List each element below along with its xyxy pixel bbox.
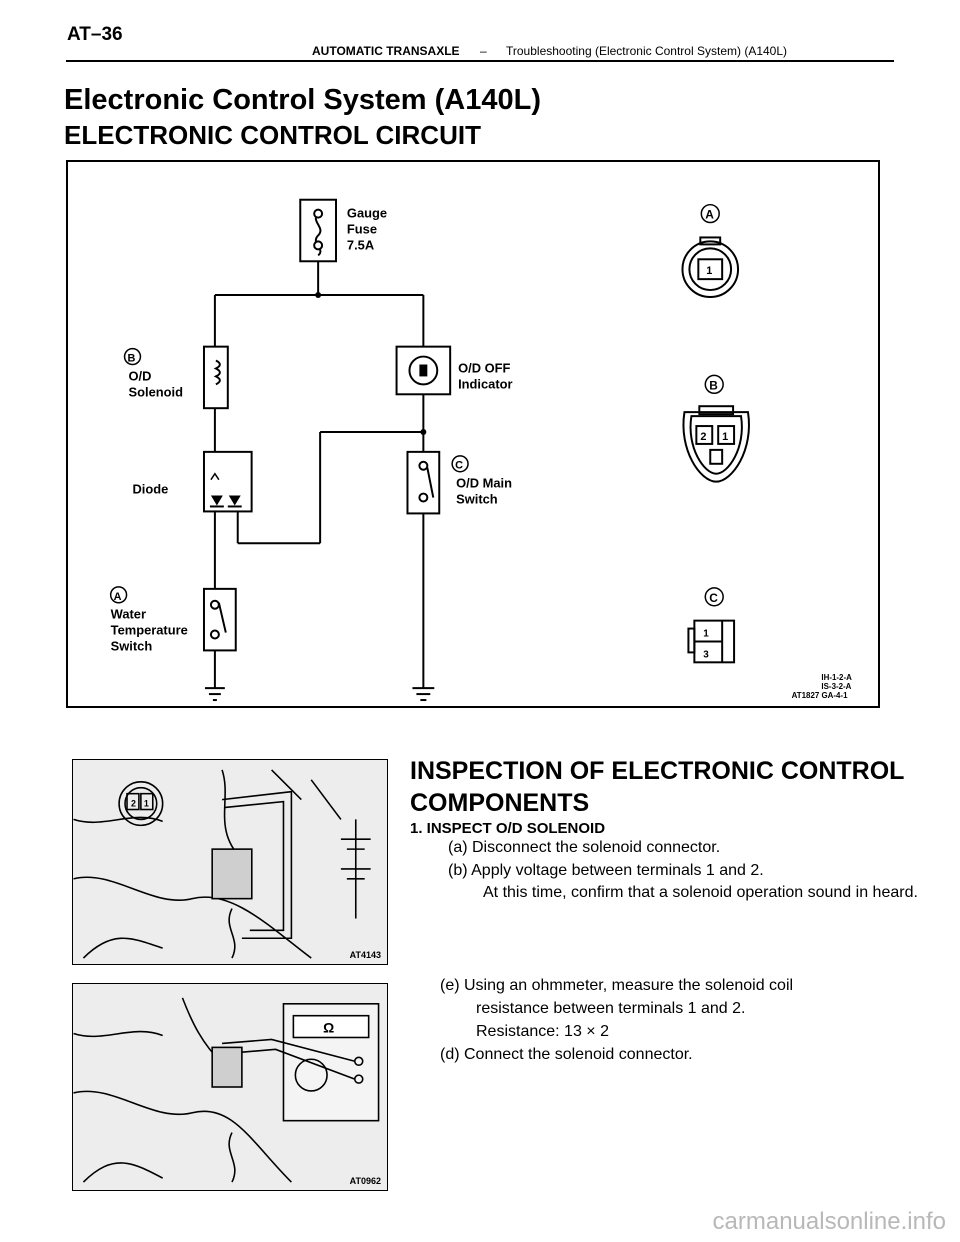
figure-code-2: IS-3-2-A — [821, 682, 851, 691]
section-title: ELECTRONIC CONTROL CIRCUIT — [64, 120, 481, 150]
header-section: AUTOMATIC TRANSAXLE — [312, 44, 460, 58]
step-b-note: At this time, confirm that a solenoid op… — [483, 884, 918, 901]
indicator-label-2: Indicator — [458, 376, 512, 391]
inspection-heading-line-2: COMPONENTS — [410, 789, 590, 817]
connector-c-pin-3: 3 — [703, 649, 709, 660]
fuse-label-2: Fuse — [347, 221, 377, 236]
page-number: AT–36 — [67, 24, 123, 45]
step-e-line-2: resistance between terminals 1 and 2. — [476, 1000, 746, 1017]
ohmmeter-photo: Ω AT0962 — [72, 983, 388, 1191]
diode-label: Diode — [133, 482, 169, 497]
fuse-label-1: Gauge — [347, 206, 387, 221]
solenoid-tag: B — [128, 353, 136, 365]
main-switch-tag: C — [455, 460, 463, 472]
figure-code-3: AT1827 GA-4-1 — [792, 691, 848, 700]
photo-1-pin-1: 1 — [144, 799, 149, 809]
connector-a-pin-1: 1 — [706, 265, 712, 277]
meter-symbol: Ω — [323, 1020, 334, 1036]
water-switch-tag: A — [114, 591, 122, 603]
connector-a-tag: A — [705, 208, 714, 222]
circuit-diagram: Gauge Fuse 7.5A B O/D Solenoid O/D OFF I… — [66, 160, 880, 708]
step-a: (a) Disconnect the solenoid connector. — [448, 839, 721, 856]
header-topic: Troubleshooting (Electronic Control Syst… — [506, 44, 788, 58]
watermark: carmanualsonline.info — [712, 1208, 946, 1235]
step-e-line-3: Resistance: 13 × 2 — [476, 1023, 609, 1040]
connector-b-pin-1: 1 — [722, 431, 728, 443]
figure-code-1: IH-1-2-A — [821, 673, 852, 682]
page-title: Electronic Control System (A140L) — [64, 84, 541, 116]
step-d: (d) Connect the solenoid connector. — [440, 1046, 693, 1063]
main-switch-label-2: Switch — [456, 491, 498, 506]
solenoid-voltage-photo: 2 1 AT4143 — [72, 759, 388, 965]
water-switch-label-2: Temperature — [111, 623, 188, 638]
inspection-heading: INSPECTION OF ELECTRONIC CONTROL COMPONE… — [410, 755, 930, 819]
photo-2-code: AT0962 — [349, 1176, 381, 1186]
connector-c-tag: C — [709, 591, 718, 605]
connector-b-tag: B — [709, 378, 718, 392]
step-b: (b) Apply voltage between terminals 1 an… — [448, 862, 764, 879]
photo-1-pin-2: 2 — [131, 799, 136, 809]
solenoid-label-2: Solenoid — [129, 384, 184, 399]
step-1-heading: 1. INSPECT O/D SOLENOID — [410, 820, 606, 837]
main-switch-label-1: O/D Main — [456, 476, 512, 491]
solenoid-label-1: O/D — [129, 368, 152, 383]
header-rule — [66, 60, 894, 62]
fuse-label-3: 7.5A — [347, 237, 374, 252]
step-e-line-1: (e) Using an ohmmeter, measure the solen… — [440, 977, 794, 994]
inspection-heading-line-1: INSPECTION OF ELECTRONIC CONTROL — [410, 757, 905, 785]
connector-b-pin-2: 2 — [700, 431, 706, 443]
header-separator: – — [480, 44, 487, 58]
indicator-label-1: O/D OFF — [458, 360, 510, 375]
water-switch-label-1: Water — [111, 607, 146, 622]
water-switch-label-3: Switch — [111, 638, 153, 653]
connector-c-pin-1: 1 — [703, 629, 709, 640]
photo-1-code: AT4143 — [349, 950, 381, 960]
